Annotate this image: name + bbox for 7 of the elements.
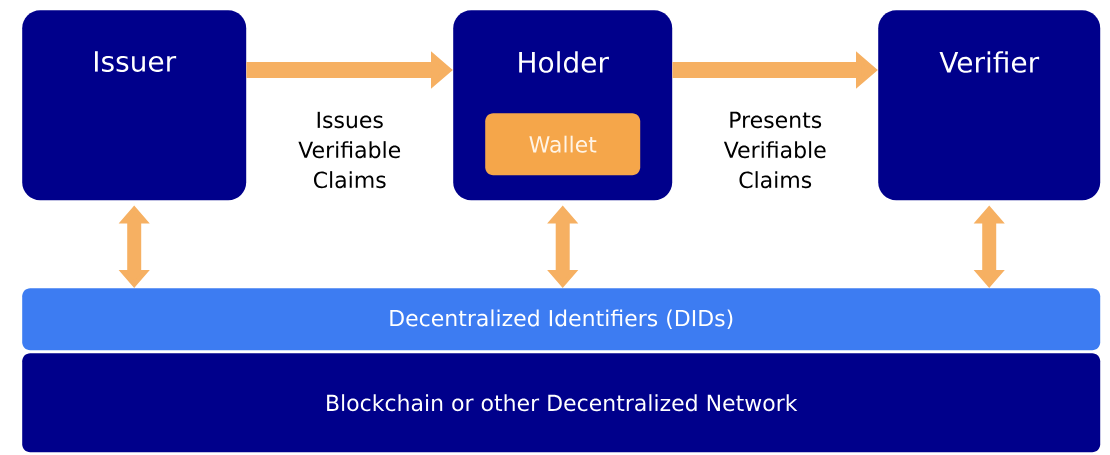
identifier-band: Decentralized Identifiers (DIDs) xyxy=(22,288,1101,351)
edge-label: Issues Verifiable Claims xyxy=(272,109,427,191)
wallet-box: Wallet xyxy=(485,113,641,176)
edge-label: Presents Verifiable Claims xyxy=(698,109,853,191)
actor-box: Issuer xyxy=(22,10,247,201)
network-band: Blockchain or other Decentralized Network xyxy=(22,353,1101,453)
actor-box: Verifier xyxy=(878,10,1101,201)
